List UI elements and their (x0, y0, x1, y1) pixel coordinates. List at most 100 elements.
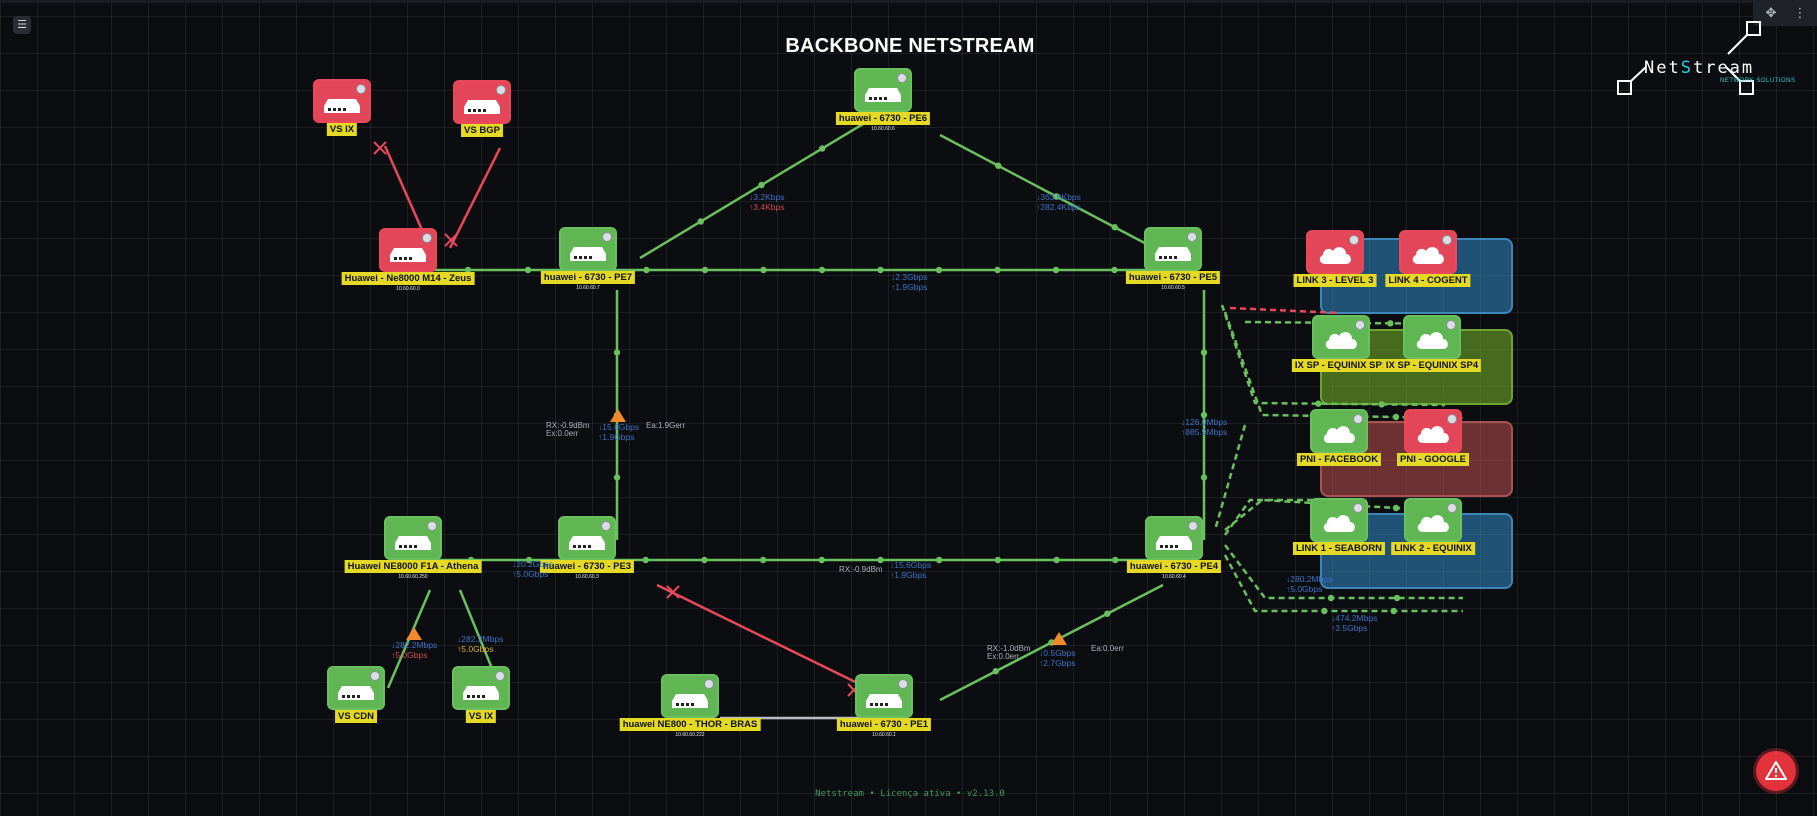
node-label: LINK 3 - LEVEL 3 (1293, 274, 1377, 287)
router-box[interactable] (1144, 227, 1202, 271)
menu-icon[interactable]: ☰ (13, 16, 31, 34)
link-dot (1315, 400, 1322, 407)
router-box[interactable] (384, 516, 442, 560)
link-down-marker (373, 141, 387, 155)
node-label: LINK 2 - EQUINIX (1391, 542, 1475, 555)
node-vsbgp[interactable]: VS BGP (453, 80, 511, 137)
traffic-pe4-seaborn: ↓280.2Mbps↑5.0Gbps (1286, 574, 1333, 594)
warning-icon[interactable] (1051, 632, 1067, 645)
status-dot (1446, 320, 1456, 330)
link-pe3-pe1[interactable] (656, 583, 885, 698)
link-dot (1327, 594, 1335, 602)
link-dot (643, 266, 650, 274)
node-ip: 10.60.60.3 (575, 574, 599, 580)
traffic-pe7-pe5: ↓2.3Gbps↑1.9Gbps (891, 272, 928, 292)
cloud-box[interactable] (1403, 315, 1461, 359)
router-box[interactable] (854, 68, 912, 112)
router-box[interactable] (313, 79, 371, 123)
link-pe5-level3[interactable] (1229, 306, 1341, 315)
router-box[interactable] (661, 674, 719, 718)
status-dot (496, 85, 506, 95)
cloud-box[interactable] (1312, 315, 1370, 359)
link-dot (1393, 594, 1401, 602)
router-box[interactable] (452, 666, 510, 710)
router-box[interactable] (379, 228, 437, 272)
link-dot (613, 349, 621, 356)
node-google[interactable]: PNI - GOOGLE (1397, 409, 1469, 466)
warning-icon[interactable] (610, 409, 626, 422)
link-dot (524, 266, 532, 274)
link-dot (642, 556, 649, 564)
link-dot (1321, 607, 1328, 615)
traffic-athena-pe3: ↓20.2Gbps↑5.0Gbps (512, 559, 554, 579)
node-equinix[interactable]: LINK 2 - EQUINIX (1391, 498, 1475, 555)
link-dot (935, 266, 943, 274)
node-vsix1[interactable]: VS IX (313, 79, 371, 136)
cloud-box[interactable] (1399, 230, 1457, 274)
status-dot (1187, 232, 1197, 242)
link-dot (758, 181, 765, 189)
warning-icon[interactable] (406, 627, 422, 640)
status-dot (602, 232, 612, 242)
link-pe5-pni[interactable] (1213, 424, 1247, 531)
router-box[interactable] (453, 80, 511, 124)
node-vscdn[interactable]: VS CDN (327, 666, 385, 723)
router-icon (395, 536, 431, 550)
router-icon (463, 686, 499, 700)
traffic-pe7-pe3: ↓15.6Gbps↑1.9Gbps (598, 422, 640, 442)
cloud-box[interactable] (1310, 409, 1368, 453)
cloud-box[interactable] (1310, 498, 1368, 542)
cloud-icon (1325, 332, 1357, 349)
node-label: IX SP - EQUINIX SP1 (1291, 359, 1391, 372)
node-seaborn[interactable]: LINK 1 - SEABORN (1292, 498, 1386, 555)
link-dot (877, 266, 884, 274)
router-icon (672, 694, 708, 708)
logo-mark (1617, 21, 1761, 95)
link-vsbgp-zeus[interactable] (448, 147, 502, 249)
router-icon (464, 100, 500, 114)
node-label: PNI - FACEBOOK (1296, 453, 1382, 466)
router-box[interactable] (558, 516, 616, 560)
cloud-box[interactable] (1404, 409, 1462, 453)
node-sp1[interactable]: IX SP - EQUINIX SP1 (1291, 315, 1391, 372)
traffic-pe7-pe6: ↓3.2Kbps↑3.4Kbps (749, 192, 785, 212)
router-icon (1155, 247, 1191, 261)
link-dot (760, 266, 767, 274)
alert-button[interactable] (1756, 751, 1796, 791)
node-ip: 10.60.60.4 (1162, 574, 1186, 580)
link-pe4-seaborn[interactable] (1224, 544, 1463, 600)
node-sp4[interactable]: IX SP - EQUINIX SP4 (1382, 315, 1482, 372)
link-dot (936, 556, 943, 564)
node-facebook[interactable]: PNI - FACEBOOK (1296, 409, 1382, 466)
router-box[interactable] (559, 227, 617, 271)
optic-pe1-pe4-err: Ea:0.0err (1091, 644, 1124, 653)
status-dot (1447, 503, 1457, 513)
status-dot (1353, 414, 1363, 424)
link-dot (1392, 413, 1400, 421)
cloud-box[interactable] (1306, 230, 1364, 274)
router-box[interactable] (327, 666, 385, 710)
node-cogent[interactable]: LINK 4 - COGENT (1385, 230, 1471, 287)
node-vsix2[interactable]: VS IX (452, 666, 510, 723)
node-label: VS IX (465, 710, 497, 723)
link-pe4-equinix[interactable] (1223, 554, 1463, 613)
optic-pe7-pe3-err: Ea:1.9Gerr (646, 421, 686, 430)
more-vert-icon[interactable]: ⋮ (1793, 5, 1807, 20)
cloud-box[interactable] (1404, 498, 1462, 542)
move-icon[interactable]: ✥ (1765, 5, 1777, 20)
node-ip: 10.60.60.7 (576, 285, 600, 291)
router-box[interactable] (1145, 516, 1203, 560)
link-pe4-facebook[interactable] (1223, 498, 1360, 536)
node-level3[interactable]: LINK 3 - LEVEL 3 (1293, 230, 1377, 287)
router-box[interactable] (855, 674, 913, 718)
